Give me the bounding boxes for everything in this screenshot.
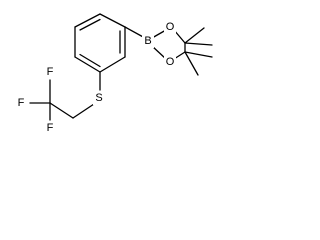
bond-methyl-1 — [184, 27, 205, 44]
bond-ring-1 — [99, 13, 126, 28]
atom-label-sulfur: S — [95, 92, 102, 104]
atom-label-fluorine-3: F — [47, 122, 54, 134]
atom-fluorine-2: F — [15, 96, 27, 110]
bond-ring-boron — [124, 26, 146, 39]
bond-ch2-cf3 — [49, 102, 74, 119]
atom-sulfur: S — [93, 91, 105, 105]
bond-methyl-3 — [184, 51, 213, 58]
atom-fluorine-1: F — [44, 65, 56, 79]
bond-sulfur-ch2 — [72, 103, 95, 119]
bond-ring-6 — [74, 13, 101, 28]
bond-ring-double-1 — [79, 18, 101, 31]
bond-ring-3 — [99, 56, 126, 73]
atom-label-boron: B — [144, 35, 151, 47]
atom-label-oxygen-bottom: O — [166, 56, 175, 68]
bond-ring-4 — [74, 56, 101, 73]
molecule-structure: F F F S B O O — [15, 13, 213, 135]
atom-oxygen-top: O — [164, 20, 176, 34]
bond-b-o-bottom — [151, 45, 167, 60]
dioxaborolane-ring — [151, 29, 186, 60]
methyl-groups — [184, 27, 213, 76]
atom-label-oxygen-top: O — [166, 21, 175, 33]
bond-methyl-4 — [184, 51, 199, 76]
bond-b-o-top — [151, 29, 167, 39]
benzene-ring — [74, 13, 126, 73]
atom-label-fluorine-2: F — [18, 97, 25, 109]
atom-boron: B — [142, 34, 154, 48]
atom-label-fluorine-1: F — [47, 66, 54, 78]
atom-fluorine-3: F — [44, 121, 56, 135]
bond-methyl-2 — [184, 42, 213, 46]
bond-ring-double-3 — [79, 53, 101, 68]
atom-oxygen-bottom: O — [164, 55, 176, 69]
